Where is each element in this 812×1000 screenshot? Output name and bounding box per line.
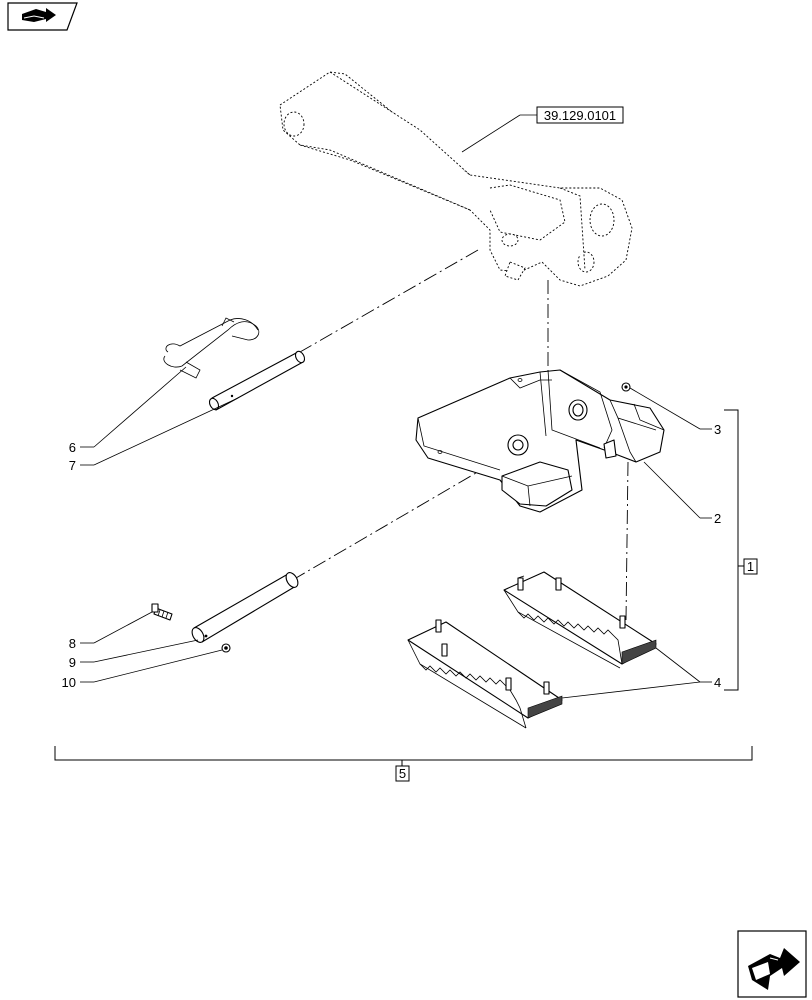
reference-box[interactable]: 39.129.0101 xyxy=(536,106,624,124)
callout-8[interactable]: 8 xyxy=(69,636,76,651)
callout-1-label: 1 xyxy=(747,559,754,574)
callout-7[interactable]: 7 xyxy=(69,458,76,473)
callout-3[interactable]: 3 xyxy=(714,422,721,437)
next-page-arrow-icon[interactable] xyxy=(737,930,807,998)
reference-leader-diag xyxy=(461,114,521,153)
callout-4[interactable]: 4 xyxy=(714,675,721,690)
callout-2[interactable]: 2 xyxy=(714,511,721,526)
callout-9[interactable]: 9 xyxy=(69,655,76,670)
callout-5-label: 5 xyxy=(399,766,406,781)
bolt-axis-line xyxy=(625,461,629,621)
upper-pin-part[interactable] xyxy=(208,350,307,411)
lower-pin-part[interactable] xyxy=(190,571,301,645)
assembly-bracket-1 xyxy=(724,409,744,691)
pin-axis-line-lower xyxy=(295,451,513,579)
callout-5-box[interactable]: 5 xyxy=(395,765,410,782)
reference-label: 39.129.0101 xyxy=(544,108,616,123)
pin-axis-line-upper xyxy=(299,249,479,353)
callout-10[interactable]: 10 xyxy=(62,675,76,690)
small-plug-part[interactable] xyxy=(621,382,631,392)
callout-6[interactable]: 6 xyxy=(69,440,76,455)
bolt-part[interactable] xyxy=(151,603,173,621)
wear-pad-upper-part[interactable] xyxy=(503,571,657,669)
callout-1-box[interactable]: 1 xyxy=(743,558,758,575)
assembly-bracket-5 xyxy=(54,746,753,766)
loader-arm-outline xyxy=(279,71,633,287)
leader-lines xyxy=(80,366,712,699)
nut-part[interactable] xyxy=(221,643,231,653)
wear-pad-lower-part[interactable] xyxy=(407,619,563,729)
previous-page-arrow-icon[interactable] xyxy=(7,2,78,31)
bracket-assembly-part[interactable] xyxy=(415,369,665,513)
spring-clip-part[interactable] xyxy=(163,317,260,379)
